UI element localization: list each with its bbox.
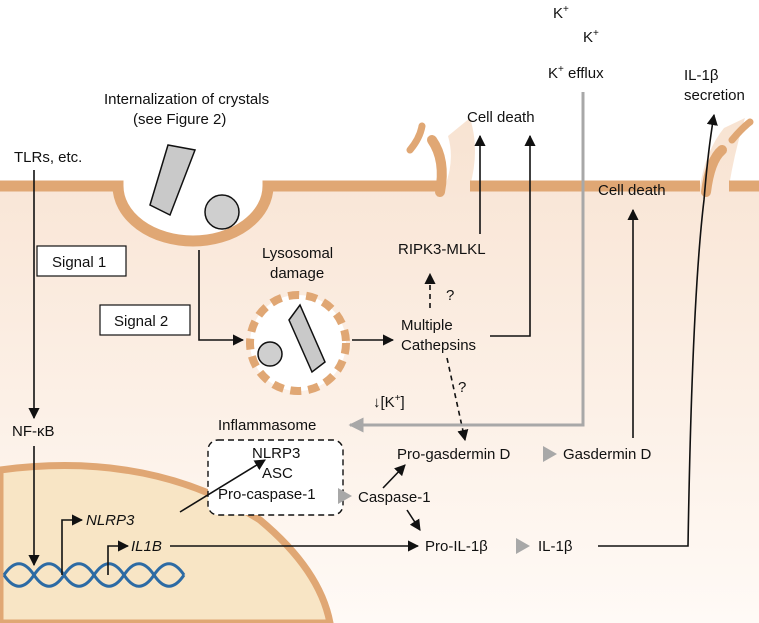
cell-death-top-label: Cell death	[467, 109, 535, 126]
cell-death-right-label: Cell death	[598, 182, 666, 199]
il1b-gene-label: IL1B	[131, 538, 162, 555]
cathepsins-label-1: Multiple	[401, 317, 453, 334]
lysosome-crystal	[288, 303, 326, 374]
plasma-membrane	[0, 180, 759, 247]
procaspase-label: Pro-caspase-1	[218, 486, 316, 503]
tlrs-label: TLRs, etc.	[14, 149, 82, 166]
nucleus	[0, 462, 334, 623]
crystal-shape	[149, 144, 197, 217]
k-label-2: K+	[583, 28, 599, 46]
membrane-pore-lip-1	[406, 122, 426, 154]
k-decrease-label: ↓[K+]	[373, 393, 405, 411]
k-efflux-label: K+ efflux	[548, 64, 604, 82]
cathepsins-label-2: Cathepsins	[401, 337, 476, 354]
signal2-label: Signal 2	[114, 313, 168, 330]
membrane-pore-right	[701, 145, 727, 197]
nlrp3-gene-label: NLRP3	[86, 512, 135, 529]
inflammasome-label: Inflammasome	[218, 417, 316, 434]
il1b-conversion-triangle	[516, 538, 530, 554]
membrane-pore-lip-2	[728, 118, 754, 144]
internalization-label-1: Internalization of crystals	[104, 91, 269, 108]
arrows	[28, 113, 718, 575]
k-efflux-arrow	[348, 92, 585, 433]
signal1-label: Signal 1	[52, 254, 106, 271]
asc-label: ASC	[262, 465, 293, 482]
caspase-label: Caspase-1	[358, 489, 431, 506]
question-mark-1: ?	[446, 287, 454, 304]
lysosome-particle	[257, 341, 283, 367]
k-label-1: K+	[553, 4, 569, 22]
il1b-secretion-label-2: secretion	[684, 87, 745, 104]
membrane-pore-left	[427, 135, 447, 197]
dna-helix	[2, 562, 186, 588]
lysosome	[246, 291, 350, 395]
internalization-label-2: (see Figure 2)	[133, 111, 226, 128]
gasdermin-conversion-triangle	[543, 446, 557, 462]
il1b-label: IL-1β	[538, 538, 573, 555]
il1b-secretion-label-1: IL-1β	[684, 67, 719, 84]
nlrp3-complex-label: NLRP3	[252, 445, 300, 462]
signal1-box	[36, 245, 127, 277]
caspase-conversion-triangle	[338, 488, 352, 504]
ripk3-label: RIPK3-MLKL	[398, 241, 486, 258]
pro-il1b-label: Pro-IL-1β	[425, 538, 488, 555]
pro-gasdermin-label: Pro-gasdermin D	[397, 446, 511, 463]
signal2-box	[99, 304, 191, 336]
inflammasome-complex-box	[207, 439, 344, 516]
lysosomal-label-1: Lysosomal	[262, 245, 333, 262]
gasdermin-label: Gasdermin D	[563, 446, 652, 463]
particle-shape	[204, 194, 240, 230]
nfkb-label: NF-κB	[12, 423, 55, 440]
lysosomal-label-2: damage	[270, 265, 324, 282]
question-mark-2: ?	[458, 379, 466, 396]
